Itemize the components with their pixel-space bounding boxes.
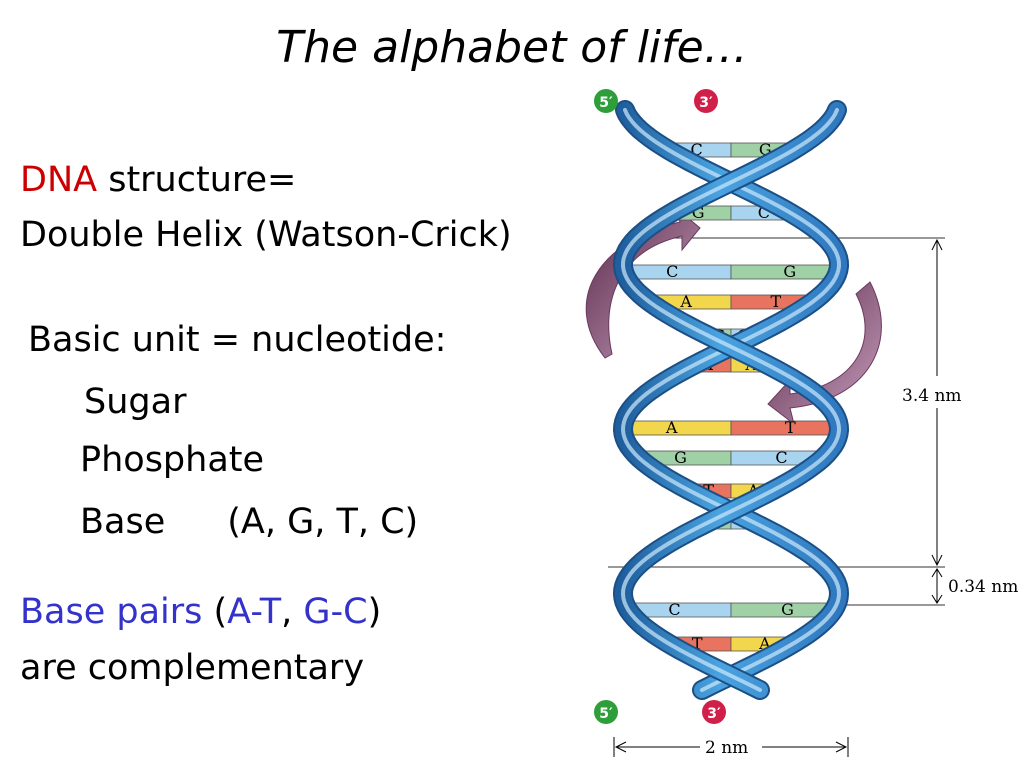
three-prime-top-icon — [694, 89, 718, 113]
dna-structure-line: DNA structure= — [20, 160, 296, 200]
gc-pair: G-C — [303, 592, 368, 632]
rise-label: 0.34 nm — [948, 577, 1018, 597]
strand-highlight-b — [620, 108, 842, 692]
basic-unit-line: Basic unit = nucleotide: — [28, 320, 447, 360]
slide-title: The alphabet of life… — [276, 22, 748, 73]
structure-text: structure= — [97, 160, 297, 200]
double-helix-line: Double Helix (Watson-Crick) — [20, 215, 512, 255]
base-letter: T — [785, 418, 796, 437]
strand-highlight-a — [620, 108, 842, 692]
base-letter: G — [783, 262, 796, 281]
width-arrow-left-icon — [614, 741, 627, 753]
pitch-label: 3.4 nm — [902, 386, 962, 406]
base-letter: T — [770, 292, 781, 311]
base-letter: C — [775, 448, 787, 467]
at-pair: A-T — [227, 592, 282, 632]
base-letter: A — [665, 418, 678, 437]
pitch-arrow-down-icon — [931, 554, 943, 567]
base-pairs-label: Base pairs — [20, 592, 203, 632]
sugar-item: Sugar — [84, 382, 187, 422]
base-letter: G — [781, 600, 794, 619]
dna-word: DNA — [20, 160, 98, 200]
base-letter: C — [666, 262, 678, 281]
base-letter: T — [692, 634, 703, 653]
base-letter: G — [674, 448, 687, 467]
width-arrow-right-icon — [835, 741, 848, 753]
base-pairs-line: Base pairs (A-T, G-C) — [20, 592, 382, 632]
five-prime-bottom-icon — [594, 700, 618, 724]
five-prime-top-label: 5′ — [599, 95, 613, 111]
three-prime-top-label: 3′ — [699, 95, 713, 111]
complementary-line: are complementary — [20, 648, 365, 688]
backbone-strands — [612, 100, 850, 700]
rise-arrow-down-icon — [931, 594, 943, 604]
three-prime-bottom-icon — [702, 700, 726, 724]
five-prime-top-icon — [594, 89, 618, 113]
pitch-arrow-up-icon — [931, 238, 943, 251]
base-word: Base — [80, 502, 166, 542]
width-label: 2 nm — [705, 738, 748, 758]
five-prime-bottom-label: 5′ — [599, 706, 613, 722]
base-letter: C — [668, 600, 680, 619]
base-item: Base (A, G, T, C) — [80, 502, 418, 542]
three-prime-bottom-label: 3′ — [707, 706, 721, 722]
phosphate-item: Phosphate — [80, 440, 265, 480]
bases-list: (A, G, T, C) — [227, 502, 419, 542]
base-letter: A — [679, 292, 692, 311]
